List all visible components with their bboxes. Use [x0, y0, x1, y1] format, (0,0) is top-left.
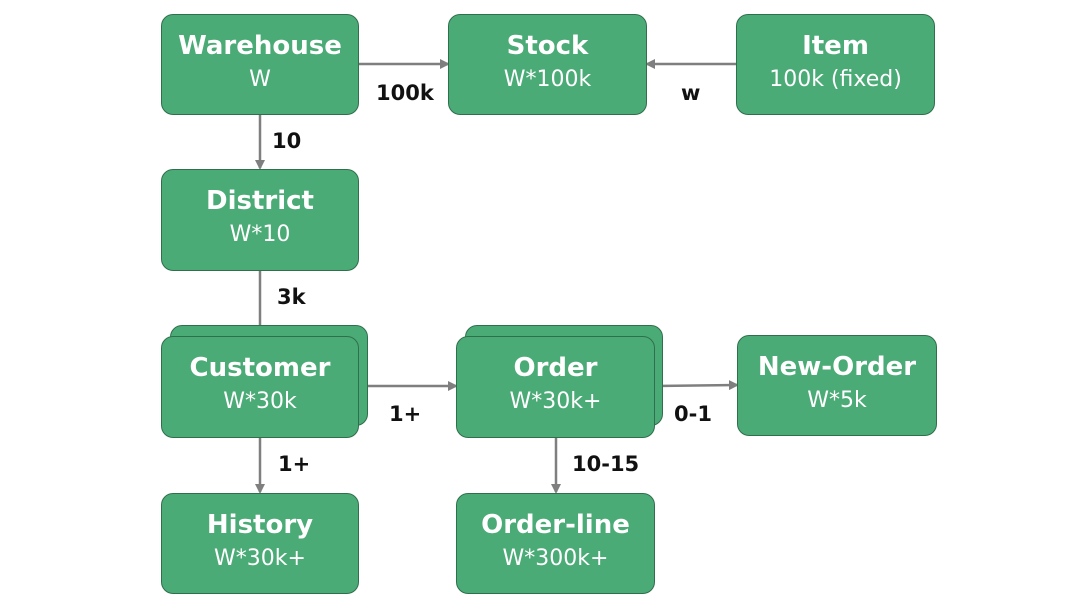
- node-title: District: [206, 186, 314, 216]
- edge-label-district-customer: 3k: [277, 285, 306, 309]
- node-subtitle: W*100k: [503, 67, 592, 92]
- arrow-order-new-order: [654, 380, 739, 391]
- edge-label-warehouse-stock: 100k: [376, 81, 434, 105]
- edge-label-item-stock: w: [681, 81, 701, 105]
- edge-label-order-new-order: 0-1: [674, 402, 712, 426]
- node-title: Stock: [506, 31, 589, 61]
- node-history[interactable]: History W*30k+: [161, 493, 359, 594]
- node-subtitle: W*30k+: [214, 546, 306, 571]
- node-order[interactable]: Order W*30k+: [456, 336, 655, 438]
- node-warehouse[interactable]: Warehouse W: [161, 14, 359, 115]
- node-title: History: [206, 510, 314, 540]
- node-subtitle: W*10: [229, 222, 291, 247]
- node-subtitle: W*5k: [807, 388, 867, 413]
- node-subtitle: 100k (fixed): [769, 67, 902, 92]
- node-title: Item: [802, 31, 869, 61]
- node-customer[interactable]: Customer W*30k: [161, 336, 359, 438]
- node-order-line[interactable]: Order-line W*300k+: [456, 493, 655, 594]
- node-title: New-Order: [757, 352, 917, 382]
- node-subtitle: W*300k+: [502, 546, 609, 571]
- node-item[interactable]: Item 100k (fixed): [736, 14, 935, 115]
- edge-label-order-order-line: 10-15: [572, 452, 640, 476]
- node-title: Warehouse: [178, 31, 342, 61]
- edge-label-customer-history: 1+: [278, 452, 311, 476]
- node-title: Order-line: [481, 510, 630, 540]
- edge-label-warehouse-district: 10: [272, 129, 302, 153]
- edge-label-customer-order: 1+: [389, 402, 422, 426]
- node-title: Customer: [189, 353, 331, 383]
- node-subtitle: W*30k+: [509, 389, 602, 414]
- node-new-order[interactable]: New-Order W*5k: [737, 335, 937, 436]
- node-subtitle: W: [249, 67, 271, 92]
- node-district[interactable]: District W*10: [161, 169, 359, 271]
- node-subtitle: W*30k: [223, 389, 297, 414]
- node-title: Order: [513, 353, 598, 383]
- node-stock[interactable]: Stock W*100k: [448, 14, 647, 115]
